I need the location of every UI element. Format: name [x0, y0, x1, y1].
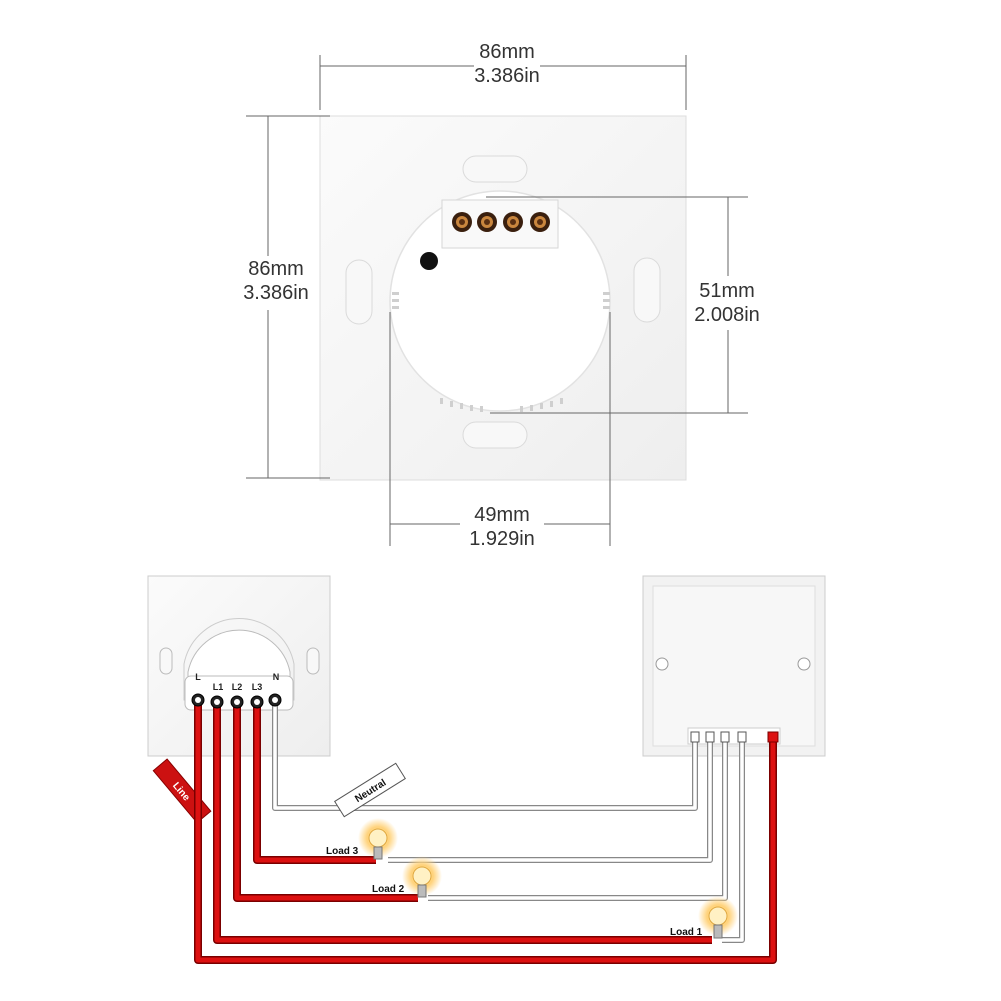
- module-width-mm-label: 49mm: [474, 504, 530, 526]
- height-in-label: 3.386in: [243, 282, 309, 304]
- terminal-label-l: L: [195, 672, 201, 682]
- junction-screw-right: [797, 657, 811, 671]
- line-wires: [194, 698, 777, 964]
- height-mm-label: 86mm: [248, 258, 304, 280]
- terminal-labels: L L1 L2 L3 N: [195, 672, 279, 692]
- load-3-label: Load 3: [326, 846, 359, 857]
- mounting-slot-bottom: [462, 421, 528, 449]
- bulb-load-3: Load 3: [326, 818, 398, 860]
- load-2-label: Load 2: [372, 884, 405, 895]
- width-mm-label: 86mm: [479, 41, 535, 63]
- terminal-label-n: N: [273, 672, 280, 682]
- dimension-labels: 86mm 3.386in 86mm 3.386in 51mm 2.008in 4…: [243, 41, 760, 550]
- mounting-slot-top: [462, 155, 528, 183]
- load-1-label: Load 1: [670, 927, 703, 938]
- mounting-slot-left: [345, 259, 373, 325]
- module-height-in-label: 2.008in: [694, 304, 760, 326]
- line-tag: Line: [152, 758, 212, 824]
- switch-slot-left: [159, 647, 173, 675]
- module-width-in-label: 1.929in: [469, 528, 535, 550]
- mounting-slot-right: [633, 257, 661, 323]
- terminal-label-l3: L3: [252, 682, 263, 692]
- switch-slot-right: [306, 647, 320, 675]
- junction-box: [642, 575, 826, 757]
- terminal-label-l2: L2: [232, 682, 243, 692]
- switch-module: [187, 629, 291, 691]
- terminal-label-l1: L1: [213, 682, 224, 692]
- switch-back-view: [319, 115, 687, 481]
- switch-terminal-screws: [191, 693, 282, 709]
- width-in-label: 3.386in: [474, 65, 540, 87]
- bulb-load-2: Load 2: [372, 856, 442, 898]
- dimension-lines: [246, 55, 748, 546]
- module-height-mm-label: 51mm: [699, 280, 755, 302]
- vent-marks: [392, 292, 610, 412]
- indicator-dot: [420, 252, 438, 270]
- terminal-screws: [452, 212, 550, 232]
- junction-screw-left: [655, 657, 669, 671]
- junction-terminal-strip: [687, 727, 781, 745]
- junction-terminal-ends: [690, 731, 779, 743]
- bulb-load-1: Load 1: [670, 896, 738, 939]
